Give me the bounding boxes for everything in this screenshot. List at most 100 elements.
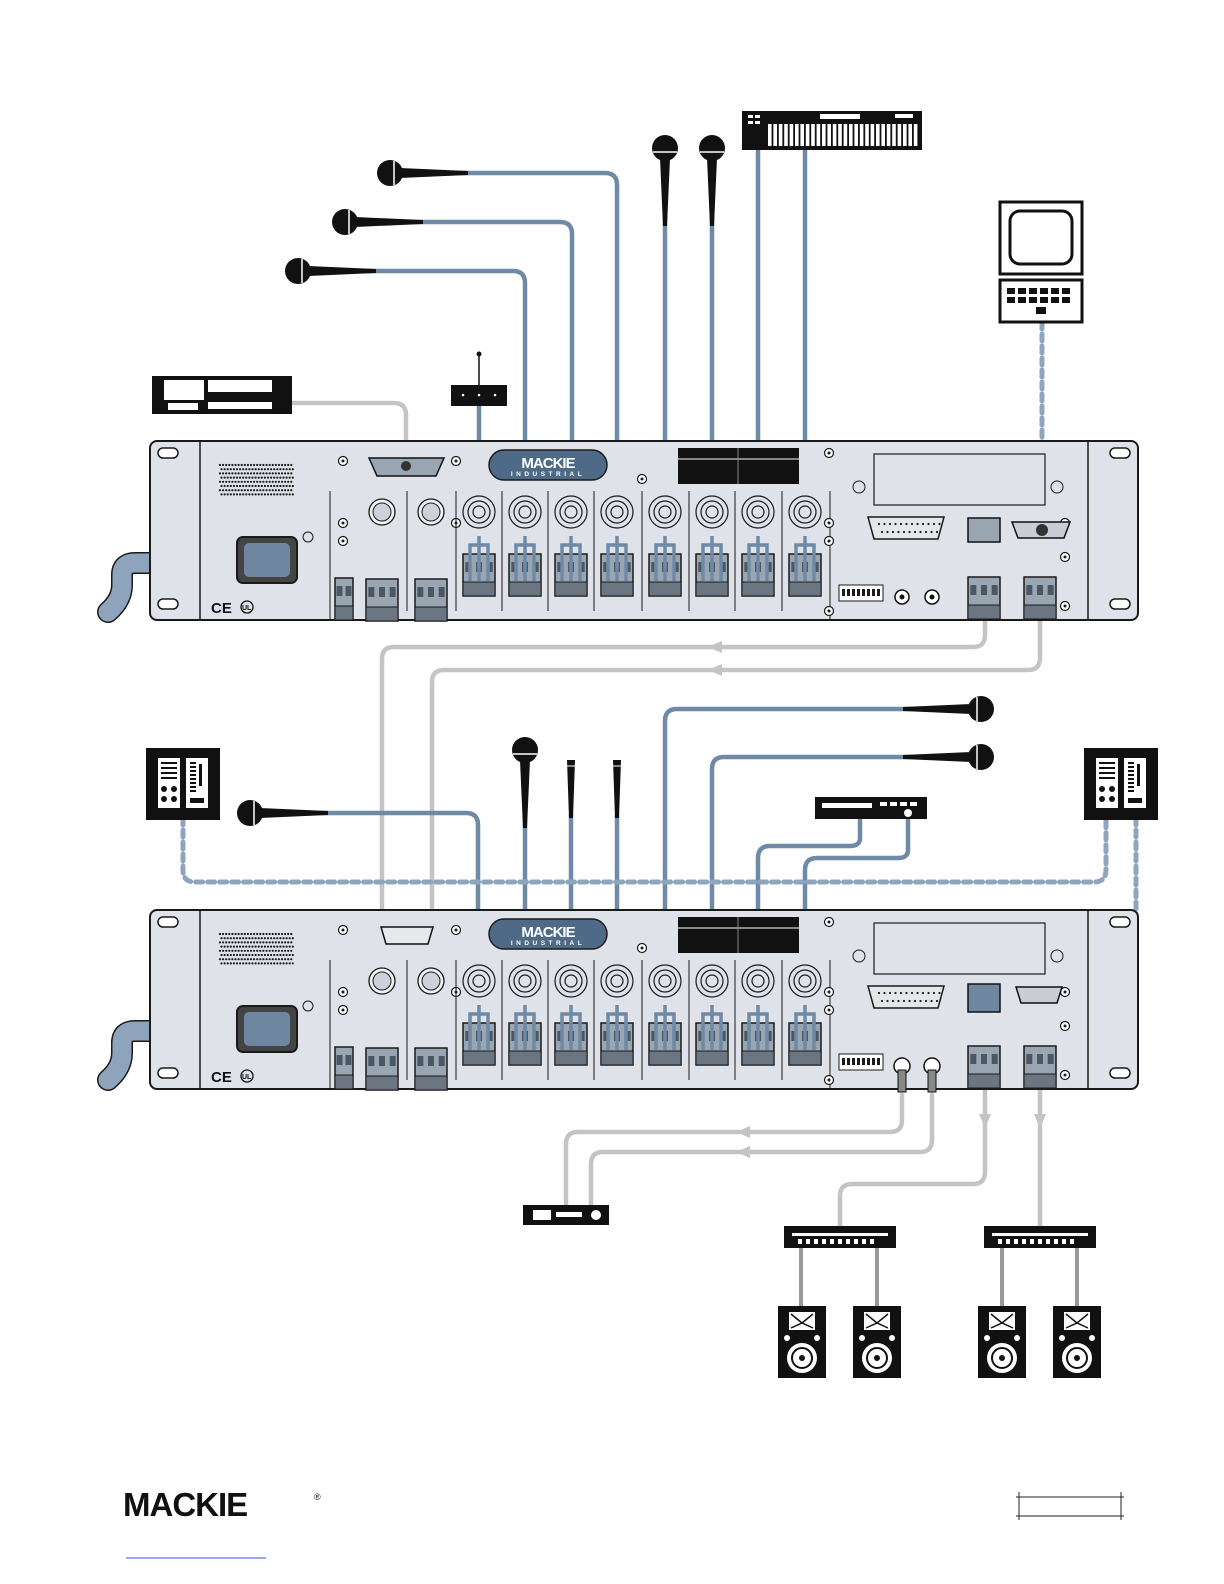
dip-switch [842, 1058, 845, 1065]
vent-hole [224, 962, 226, 964]
vent-hole [228, 958, 230, 960]
vent-hole [251, 468, 253, 470]
vent-hole [227, 946, 229, 948]
vent-hole [270, 493, 272, 495]
euroblock-terminal [428, 1056, 434, 1066]
db9-connector-bottom [1016, 987, 1062, 1003]
rca-plug [928, 1070, 936, 1092]
vent-hole [222, 464, 224, 466]
cd-button [880, 802, 887, 806]
euroblock-base [696, 1051, 728, 1065]
vent-hole [245, 954, 247, 956]
microphone-icon [652, 135, 678, 226]
keyboard-key [854, 124, 858, 146]
euroblock-base [335, 1075, 353, 1089]
computer-key [1040, 297, 1048, 303]
vent-hole [244, 941, 246, 943]
panel-screw-center [828, 1079, 831, 1082]
vent-hole [269, 464, 271, 466]
vent-hole [222, 933, 224, 935]
vent-hole [233, 946, 235, 948]
vent-hole [284, 950, 286, 952]
vent-hole [236, 468, 238, 470]
vent-hole [265, 464, 267, 466]
vent-hole [248, 485, 250, 487]
mic-body [567, 760, 575, 818]
euroblock-terminal [417, 1056, 423, 1066]
vent-hole [262, 489, 264, 491]
dip-switch [842, 589, 845, 596]
vent-hole [276, 468, 278, 470]
vent-hole [281, 481, 283, 483]
vent-hole [236, 493, 238, 495]
db25-pin [903, 1000, 905, 1002]
db25-pin [916, 992, 918, 994]
vent-hole [259, 950, 261, 952]
euroblock-base [601, 582, 633, 596]
vent-hole [250, 481, 252, 483]
lavalier-mic-icon [613, 760, 621, 818]
computer-key [1062, 297, 1070, 303]
keyboard-key [860, 124, 864, 146]
vent-hole [251, 493, 253, 495]
vent-hole [269, 933, 271, 935]
amp-led [846, 1239, 850, 1244]
microphone-icon [699, 135, 725, 226]
vent-hole [262, 481, 264, 483]
remote-plate [1084, 748, 1158, 820]
amp-led [854, 1239, 858, 1244]
vent-hole [265, 489, 267, 491]
vent-hole [251, 937, 253, 939]
vent-hole [276, 493, 278, 495]
speaker-icon [853, 1306, 901, 1378]
vent-hole [286, 485, 288, 487]
panel-screw-center [828, 1009, 831, 1012]
vent-hole [290, 941, 292, 943]
vent-hole [278, 489, 280, 491]
vent-hole [225, 950, 227, 952]
euroblock-terminal [379, 1056, 385, 1066]
vent-hole [273, 962, 275, 964]
vent-hole [270, 962, 272, 964]
keyboard-key [898, 124, 902, 146]
vent-hole [276, 946, 278, 948]
vent-hole [242, 937, 244, 939]
vent-hole [233, 485, 235, 487]
vent-hole [281, 489, 283, 491]
vent-hole [273, 946, 275, 948]
vent-hole [238, 933, 240, 935]
vent-hole [231, 941, 233, 943]
vent-hole [244, 933, 246, 935]
euroblock-terminal [970, 585, 976, 595]
euroblock-base [742, 582, 774, 596]
euroblock-base [415, 607, 447, 621]
vent-hole [258, 485, 260, 487]
keyboard-key [871, 124, 875, 146]
vent-hole [258, 468, 260, 470]
euroblock-terminal [1048, 1054, 1054, 1064]
vent-hole [238, 464, 240, 466]
vent-hole [244, 464, 246, 466]
speaker-port [1089, 1335, 1095, 1341]
euroblock-terminal [439, 587, 445, 597]
vent-hole [231, 958, 233, 960]
ul-mark: UL [242, 605, 252, 612]
remote-plate [146, 748, 220, 820]
db25-pin [927, 992, 929, 994]
vent-hole [265, 958, 267, 960]
amp-led [830, 1239, 834, 1244]
control-port-body [968, 984, 1000, 1012]
amp-stripe [792, 1233, 888, 1236]
panel-screw-center [641, 478, 644, 481]
db25-pin [894, 992, 896, 994]
vent-hole [250, 933, 252, 935]
euroblock-terminal [1048, 585, 1054, 595]
remote-led-row [161, 767, 177, 769]
vent-hole [281, 472, 283, 474]
vent-hole [258, 493, 260, 495]
remote-meter-seg [1128, 766, 1134, 768]
vent-hole [286, 937, 288, 939]
euroblock-terminal [368, 1056, 374, 1066]
vent-hole [258, 954, 260, 956]
panel-screw-center [342, 991, 345, 994]
